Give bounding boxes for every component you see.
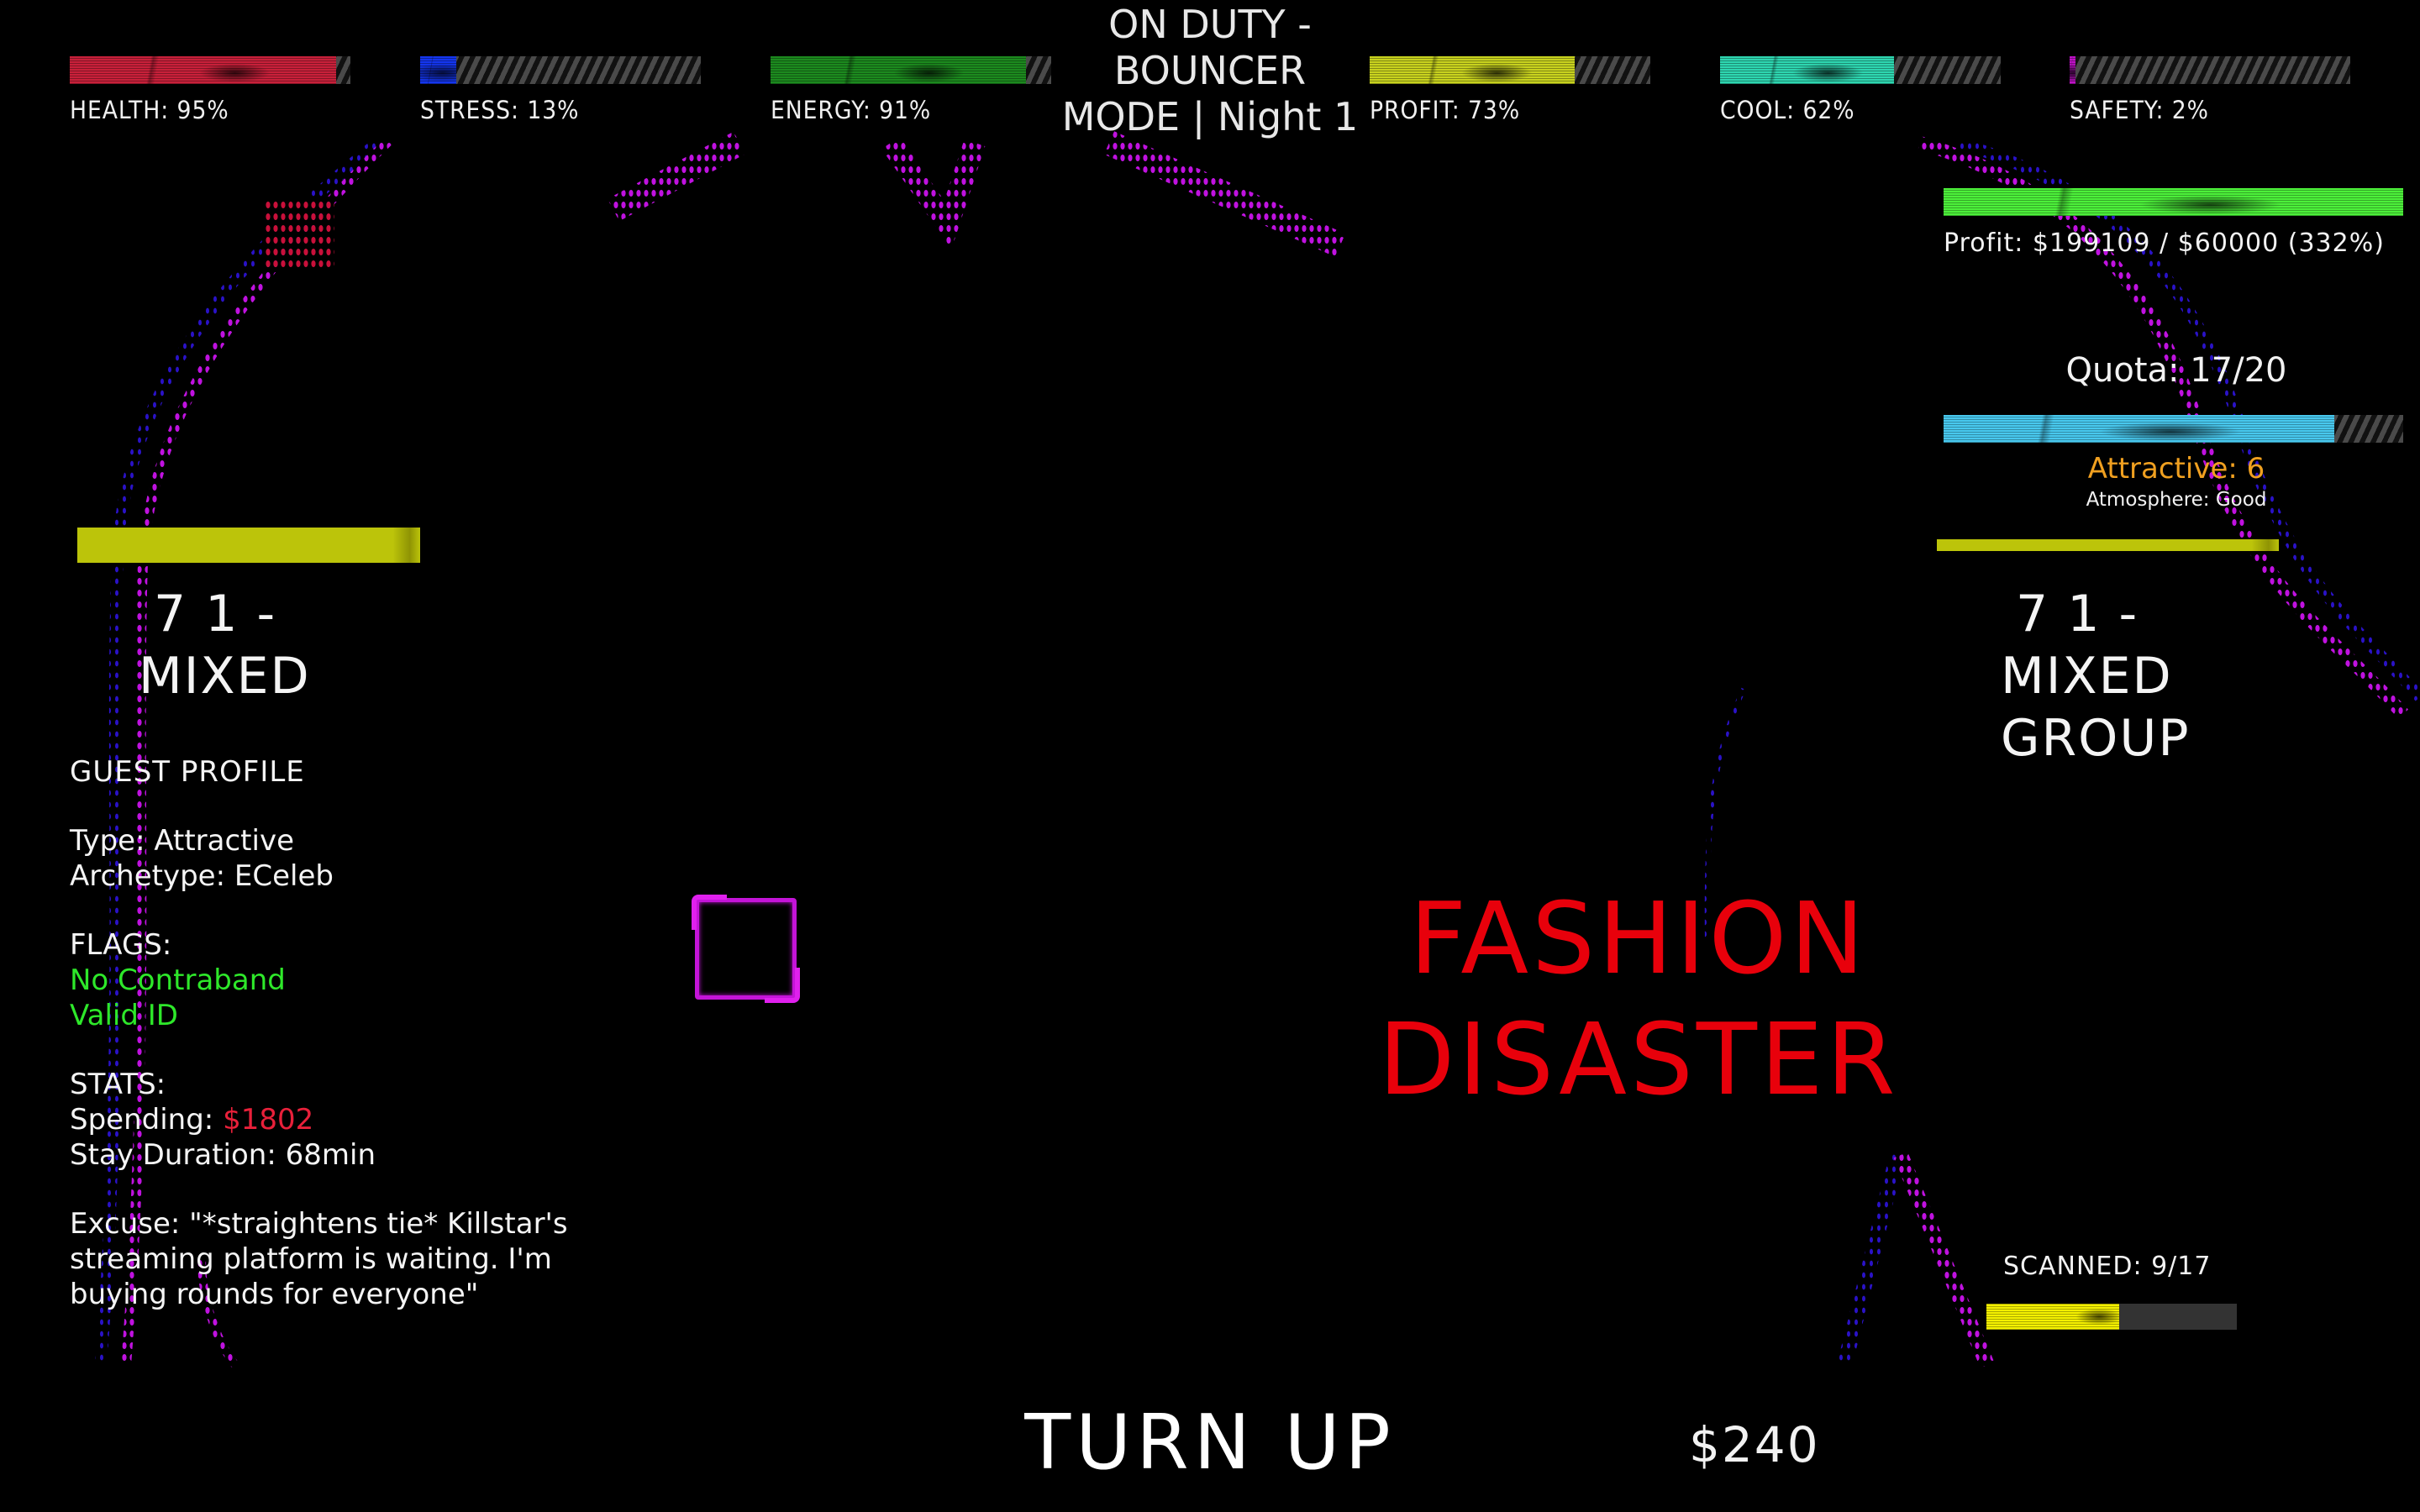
verdict-line-2: DISASTER	[1378, 1001, 1899, 1117]
left-group-tag: 7 1 - MIXED	[139, 583, 311, 707]
stat-stress: STRESS: 13%	[420, 56, 701, 124]
turn-up-button[interactable]: TURN UP	[1024, 1399, 1396, 1487]
guest-type-label: Type	[70, 824, 136, 858]
left-group-type: MIXED	[139, 647, 311, 706]
spending-value: $1802	[223, 1103, 314, 1137]
health-bar-track	[70, 56, 350, 84]
guest-profile-panel: GUEST PROFILE Type: Attractive Archetype…	[70, 754, 658, 1312]
right-accent-bar	[1937, 539, 2279, 551]
profit-bar-fill	[1370, 56, 1575, 84]
verdict-text: FASHION DISASTER	[1311, 878, 1966, 1120]
entry-price: $240	[1689, 1416, 1820, 1473]
title-line-2: BOUNCER	[1113, 48, 1307, 93]
health-bar-fill	[70, 56, 337, 84]
stat-health: HEALTH: 95%	[70, 56, 350, 124]
cool-bar-track	[1720, 56, 2001, 84]
excuse-label: Excuse	[70, 1207, 171, 1241]
profit-bar-track	[1370, 56, 1650, 84]
stress-bar-track	[420, 56, 701, 84]
guest-type-value: : Attractive	[135, 824, 295, 858]
quota-bar	[1944, 415, 2403, 443]
safety-bar-fill	[2070, 56, 2075, 84]
excuse-text: : "*straightens tie* Killstar's streamin…	[70, 1207, 568, 1311]
atmosphere-status: Atmosphere: Good	[2086, 489, 2267, 511]
health-label: HEALTH: 95%	[70, 96, 229, 124]
left-group-count: 7 1 -	[154, 585, 277, 643]
guest-archetype-label: Archetype	[70, 859, 216, 893]
right-group-type-2: GROUP	[2001, 709, 2191, 768]
total-profit-bar	[1944, 188, 2403, 216]
guest-archetype: Archetype: ECeleb	[70, 858, 658, 894]
right-group-tag: 7 1 - MIXED GROUP	[2001, 583, 2191, 769]
total-profit-bar-fill	[1944, 188, 2403, 216]
quota-text: Quota: 17/20	[2065, 351, 2287, 390]
guest-select-frame[interactable]	[692, 895, 800, 1003]
energy-bar-fill	[771, 56, 1026, 84]
stats-heading: STATS:	[70, 1068, 166, 1101]
stat-profit: PROFIT: 73%	[1370, 56, 1650, 124]
guest-stay-duration: Stay Duration: 68min	[70, 1138, 376, 1172]
stress-bar-fill	[420, 56, 457, 84]
safety-label: SAFETY: 2%	[2070, 96, 2209, 124]
spending-label: Spending:	[70, 1103, 224, 1137]
guest-type: Type: Attractive	[70, 823, 658, 858]
scanned-progress-fill	[1986, 1304, 2119, 1330]
title-line-3: MODE | Night 1	[1061, 94, 1359, 139]
cool-bar-fill	[1720, 56, 1895, 84]
guest-excuse: Excuse: "*straightens tie* Killstar's st…	[70, 1206, 658, 1312]
verdict-line-1: FASHION	[1409, 880, 1868, 996]
mode-title: ON DUTY - BOUNCER MODE | Night 1	[1042, 2, 1378, 140]
profit-summary: Profit: $199109 / $60000 (332%)	[1944, 228, 2385, 258]
attractive-count: Attractive: 6	[2087, 452, 2265, 486]
flags-heading: FLAGS:	[70, 928, 172, 962]
safety-bar-track	[2070, 56, 2350, 84]
cool-label: COOL: 62%	[1720, 96, 1855, 124]
stress-label: STRESS: 13%	[420, 96, 580, 124]
title-line-1: ON DUTY -	[1108, 2, 1312, 47]
quota-bar-fill	[1944, 415, 2334, 443]
stat-cool: COOL: 62%	[1720, 56, 2001, 124]
stat-safety: SAFETY: 2%	[2070, 56, 2350, 124]
guest-profile-heading: GUEST PROFILE	[70, 755, 305, 789]
stat-energy: ENERGY: 91%	[771, 56, 1051, 124]
left-accent-bar	[77, 528, 420, 563]
profit-label: PROFIT: 73%	[1370, 96, 1521, 124]
energy-label: ENERGY: 91%	[771, 96, 932, 124]
energy-bar-track	[771, 56, 1051, 84]
flag-valid-id: Valid ID	[70, 999, 178, 1032]
flag-no-contraband: No Contraband	[70, 963, 286, 997]
scanned-count: SCANNED: 9/17	[2003, 1252, 2212, 1281]
scanned-progress-bar	[1986, 1304, 2237, 1330]
guest-archetype-value: : ECeleb	[215, 859, 334, 893]
guest-spending: Spending: $1802	[70, 1102, 658, 1137]
right-group-count: 7 1 -	[2016, 585, 2139, 643]
right-group-type-1: MIXED	[2001, 647, 2173, 706]
